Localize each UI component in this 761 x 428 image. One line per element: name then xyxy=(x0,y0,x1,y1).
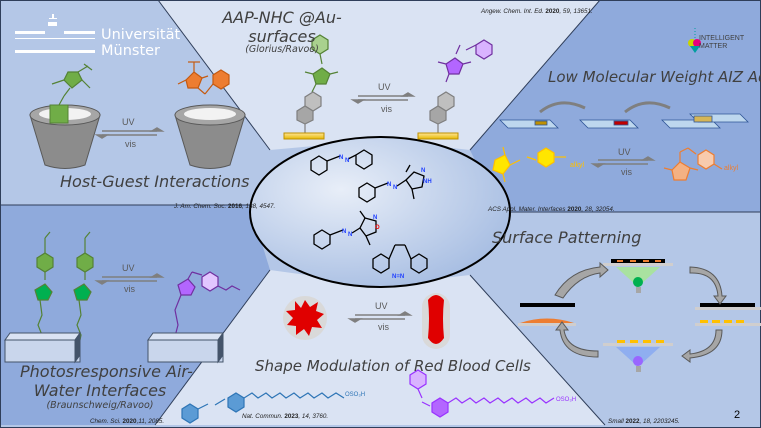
svg-text:N: N xyxy=(387,182,391,188)
svg-text:vis: vis xyxy=(381,104,392,114)
svg-text:N: N xyxy=(339,155,343,161)
page-number: 2 xyxy=(734,409,741,421)
host-guest-title: Host-Guest Interactions xyxy=(60,172,250,191)
svg-text:N=N: N=N xyxy=(392,274,404,280)
adhesives-illustration: alkyl UV vis alkyl xyxy=(492,101,749,183)
air-water-reference: Chem. Sci. 2020,11, 2085. xyxy=(90,418,165,425)
svg-text:alkyl: alkyl xyxy=(570,162,584,169)
azobenzene-structure xyxy=(310,149,373,176)
svg-text:N: N xyxy=(345,158,349,164)
aap-nhc-reference: Angew. Chem. Int. Ed. 2020, 59, 13651. xyxy=(481,8,593,15)
patterning-reference: Small 2022, 18, 2203245. xyxy=(608,418,680,425)
panel-air-water xyxy=(0,205,270,425)
stomatocyte xyxy=(428,295,444,344)
svg-text:N: N xyxy=(393,185,397,191)
air-water-title-line2: Water Interfaces xyxy=(33,381,167,400)
svg-text:N: N xyxy=(421,168,425,174)
university-logo-mark xyxy=(15,14,95,53)
host-guest-reference: J. Am. Chem. Soc. 2016, 138, 4547. xyxy=(174,203,276,210)
aap-nhc-title-line2: surfaces xyxy=(248,27,316,46)
panel-rbc xyxy=(155,270,605,425)
surface-patterning-illustration xyxy=(518,259,761,372)
svg-text:UV: UV xyxy=(122,117,135,127)
panel-aap-nhc xyxy=(158,0,600,150)
center-molecules xyxy=(310,149,428,274)
echinocyte xyxy=(286,300,324,336)
svg-text:NH: NH xyxy=(423,179,432,185)
center-ellipse xyxy=(249,136,511,288)
intelligent-matter-line1: INTELLIGENT xyxy=(699,35,745,42)
air-water-title: Photosresponsive Air- Water Interfaces xyxy=(20,362,193,400)
air-water-illustration: UV vis xyxy=(4,231,241,364)
svg-text:vis: vis xyxy=(378,322,389,332)
svg-text:UV: UV xyxy=(618,147,631,157)
rbc-illustration: UV vis xyxy=(283,293,450,349)
svg-text:vis: vis xyxy=(621,167,632,177)
intelligent-matter-logo xyxy=(688,28,701,53)
aap-nhc-title: AAP-NHC @Au- surfaces xyxy=(222,8,342,46)
aap-nhc-subtitle: (Glorius/Ravoo) xyxy=(245,44,319,55)
svg-text:UV: UV xyxy=(122,263,135,273)
intelligent-matter-text: INTELLIGENT MATTER xyxy=(699,35,744,51)
aap-nhc-illustration: UV vis xyxy=(283,34,493,140)
university-name-line2: Münster xyxy=(101,43,161,59)
svg-text:UV: UV xyxy=(375,301,388,311)
rbc-title: Shape Modulation of Red Blood Cells xyxy=(255,357,531,375)
rbc-reference: Nat. Commun. 2023, 14, 3760. xyxy=(242,413,329,420)
svg-text:N: N xyxy=(342,229,346,235)
svg-text:OSO₃H: OSO₃H xyxy=(345,392,365,398)
arylazopyrazole-structure xyxy=(358,164,425,203)
panel-patterning xyxy=(470,212,761,425)
rbc-molecules: OSO₃H OSO₃H xyxy=(181,369,576,424)
arylazoisoxazole-structure xyxy=(313,210,377,250)
adhesives-title: Low Molecular Weight AIZ Adhesives xyxy=(548,68,761,86)
svg-text:vis: vis xyxy=(124,284,135,294)
svg-text:OSO₃H: OSO₃H xyxy=(556,397,576,403)
svg-text:vis: vis xyxy=(125,139,136,149)
adhesives-reference: ACS Appl. Mater. Interfaces 2020, 28, 32… xyxy=(488,206,615,213)
air-water-title-line1: Photosresponsive Air- xyxy=(20,362,193,381)
aap-nhc-title-line1: AAP-NHC @Au- xyxy=(222,8,342,27)
svg-text:N: N xyxy=(373,215,377,221)
svg-text:alkyl: alkyl xyxy=(724,165,738,172)
patterning-title: Surface Patterning xyxy=(492,228,642,247)
svg-text:N: N xyxy=(348,232,352,238)
diazocine-structure xyxy=(372,244,428,274)
svg-text:UV: UV xyxy=(378,82,391,92)
intelligent-matter-line2: MATTER xyxy=(699,43,728,50)
host-guest-illustration: UV vis xyxy=(29,61,246,169)
university-name-line1: Universität xyxy=(101,27,181,43)
svg-text:O: O xyxy=(375,225,380,231)
air-water-subtitle: (Braunschweig/Ravoo) xyxy=(46,400,154,411)
